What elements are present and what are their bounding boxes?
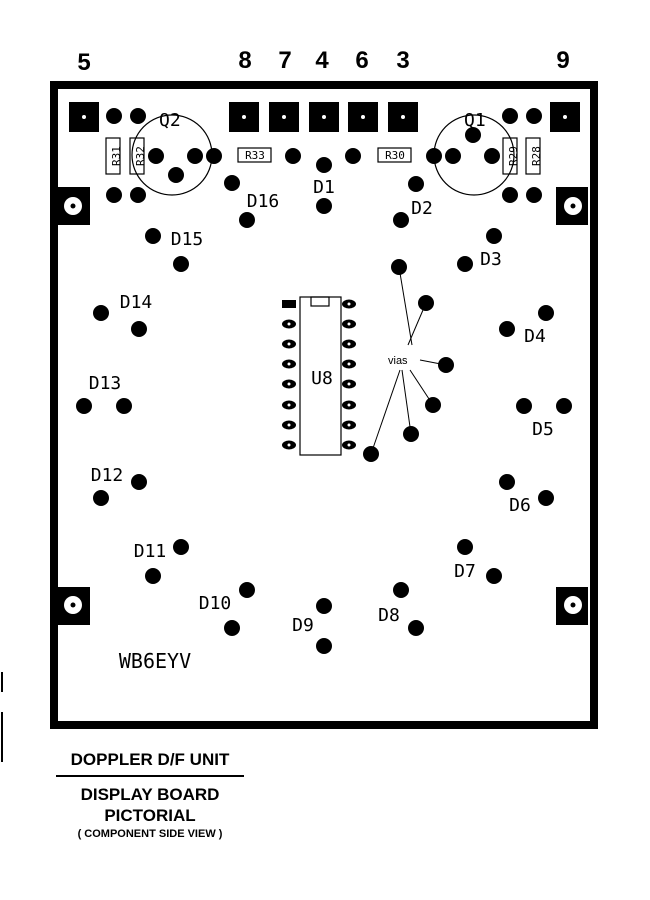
connector-number: 5 xyxy=(77,49,90,76)
diode-label: D11 xyxy=(134,541,167,562)
resistor-label: R31 xyxy=(110,146,123,166)
connector-number: 9 xyxy=(556,47,569,74)
diode-label: D14 xyxy=(120,292,153,313)
callsign-label: WB6EYV xyxy=(119,649,191,673)
resistor-label: R28 xyxy=(530,146,543,166)
vias xyxy=(363,259,454,462)
diode-label: D3 xyxy=(480,249,502,270)
mounting-holes xyxy=(58,187,588,625)
transistor-label: Q1 xyxy=(464,110,486,131)
connector-number: 4 xyxy=(315,47,329,74)
diode-label: D2 xyxy=(411,198,433,219)
diode-label: D16 xyxy=(247,191,280,212)
connector-number: 3 xyxy=(396,47,409,74)
diode-label: D4 xyxy=(524,326,546,347)
ic-label: U8 xyxy=(311,368,333,389)
diode-label: D13 xyxy=(89,373,122,394)
resistor-label: R30 xyxy=(385,149,405,162)
caption-title: DOPPLER D/F UNIT xyxy=(70,750,230,769)
resistor-bodies xyxy=(105,137,541,175)
diode-label: D7 xyxy=(454,561,476,582)
transistor-label: Q2 xyxy=(159,110,181,131)
connector-number: 8 xyxy=(238,47,251,74)
via-leaders xyxy=(370,266,447,455)
diode-label: D5 xyxy=(532,419,554,440)
resistor-label: R29 xyxy=(507,146,520,166)
round-pads xyxy=(76,108,572,654)
resistor-label: R32 xyxy=(134,146,147,166)
diode-label: D6 xyxy=(509,495,531,516)
caption-note: ( COMPONENT SIDE VIEW ) xyxy=(77,828,223,840)
diode-label: D9 xyxy=(292,615,314,636)
diode-label: D12 xyxy=(91,465,124,486)
ic-u8-pins xyxy=(282,299,356,450)
ic-u8-notch xyxy=(310,296,330,307)
connector-number: 6 xyxy=(355,47,368,74)
diode-label: D8 xyxy=(378,605,400,626)
connector-pads xyxy=(69,102,580,132)
caption-divider xyxy=(56,775,244,777)
caption-subtitle: DISPLAY BOARD PICTORIAL xyxy=(80,785,220,825)
board-outline xyxy=(50,81,598,729)
diode-label: D1 xyxy=(313,177,335,198)
vias-label: vias xyxy=(388,355,408,367)
resistor-label: R33 xyxy=(245,149,265,162)
diode-label: D15 xyxy=(171,229,204,250)
diode-label: D10 xyxy=(199,593,232,614)
connector-number: 7 xyxy=(278,47,291,74)
